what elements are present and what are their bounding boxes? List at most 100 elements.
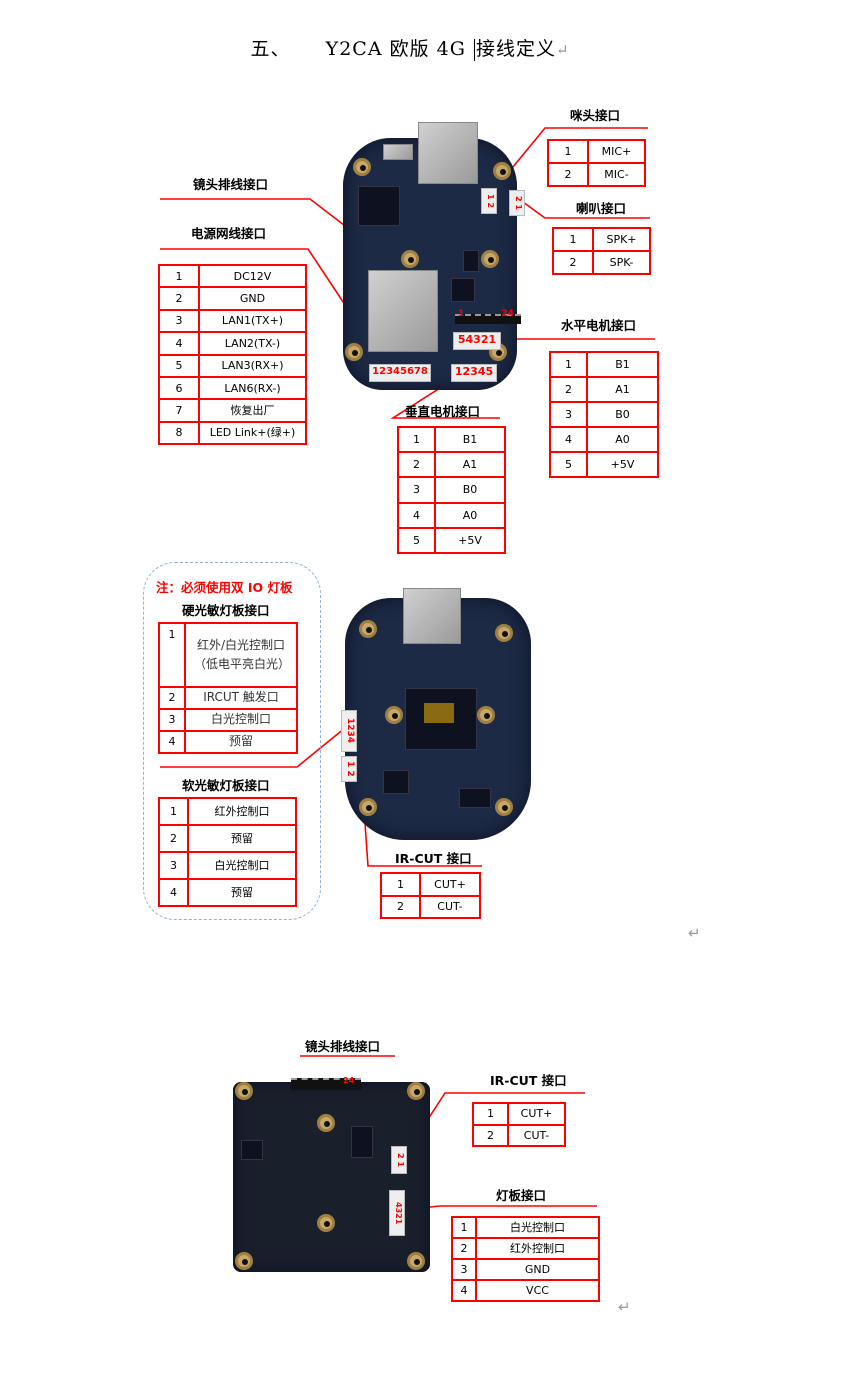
pin-number: 4 — [158, 878, 189, 907]
pin-function: LED Link+(绿+) — [198, 420, 307, 446]
pin-number: 3 — [549, 401, 588, 428]
connector-lamp-board: 4321 — [389, 1190, 405, 1236]
lens-cable-label: 镜头排线接口 — [193, 177, 269, 192]
pin-function: SPK+ — [592, 227, 651, 252]
pin-function: DC12V — [198, 263, 307, 289]
note-dashed-box — [143, 562, 321, 920]
pin-number: 2 — [158, 824, 189, 853]
pin-number: 4 — [397, 501, 436, 529]
soft-light-label: 软光敏灯板接口 — [182, 778, 270, 793]
pcb-board-sensor: 1234 1 2 — [341, 588, 531, 840]
pin-number: 1 — [158, 797, 189, 826]
ircut-label: IR-CUT 接口 — [395, 851, 472, 866]
pin-function: 红外控制口 — [475, 1237, 600, 1260]
sd-card-slot — [418, 122, 478, 184]
pin-number: 7 — [158, 398, 200, 423]
connector-vertical-motor: 12345 — [451, 364, 497, 382]
return-mark-2: ↵ — [688, 924, 701, 942]
pin-number: 2 — [158, 686, 186, 710]
pin-number: 3 — [158, 708, 186, 732]
pin-function: LAN2(TX-) — [198, 331, 307, 356]
vertical-motor-label: 垂直电机接口 — [405, 404, 481, 419]
pin-function: CUT- — [419, 894, 481, 919]
image-sensor — [405, 688, 477, 750]
pin-function: LAN6(RX-) — [198, 375, 307, 401]
note-text: 注：必须使用双 IO 灯板 — [156, 580, 293, 595]
pin-number: 6 — [158, 375, 200, 401]
title-prefix: 五、 — [250, 38, 291, 60]
pin-function: A1 — [586, 376, 659, 403]
connector-lens-cable — [455, 314, 521, 324]
title-text: 接线定义 — [475, 38, 556, 60]
lens-cable-label-2: 镜头排线接口 — [305, 1039, 381, 1054]
pin-function: A1 — [434, 451, 506, 479]
pin-number: 1 — [472, 1102, 509, 1126]
pin-number: 3 — [451, 1258, 477, 1281]
table-row: 5+5V — [549, 451, 659, 478]
pin-function: MIC+ — [587, 139, 646, 164]
power-net-label: 电源网线接口 — [191, 226, 267, 241]
pin-number: 8 — [158, 420, 200, 446]
ircut-label-2: IR-CUT 接口 — [490, 1073, 567, 1088]
pin-function: 恢复出厂 — [198, 398, 307, 423]
pin-function: CUT- — [507, 1123, 566, 1147]
pcb-board-main: 1 2 2 1 1 24 54321 12345678 12345 — [343, 122, 525, 390]
pin-function: MIC- — [587, 162, 646, 187]
connector-power-net: 12345678 — [369, 364, 431, 382]
pin-function: CUT+ — [507, 1102, 566, 1126]
pin-function: LAN1(TX+) — [198, 308, 307, 334]
pin-number: 2 — [472, 1123, 509, 1147]
pin-function: B0 — [434, 476, 506, 504]
return-mark: ↵ — [555, 41, 570, 59]
connector-lens-cable-2 — [291, 1078, 361, 1090]
connector-ircut-2: 2 1 — [391, 1146, 407, 1174]
pin-number: 2 — [552, 250, 594, 275]
pin-number: 5 — [397, 526, 436, 554]
connector-horizontal-motor: 54321 — [453, 332, 501, 350]
4g-module — [368, 270, 438, 352]
pin-number: 4 — [451, 1279, 477, 1302]
pin-number: 2 — [397, 451, 436, 479]
pin-function: IRCUT 触发口 — [184, 686, 298, 710]
pin-function: 预留 — [187, 878, 297, 907]
pin-number: 2 — [547, 162, 589, 187]
pin-function: +5V — [586, 451, 659, 478]
pin-number: 1 — [549, 351, 588, 378]
horizontal-motor-label: 水平电机接口 — [561, 318, 637, 333]
lens-cable-pin-label: 1 24 — [458, 309, 514, 319]
pin-function: SPK- — [592, 250, 651, 275]
pin-function: B1 — [434, 425, 506, 454]
lamp-board-label: 灯板接口 — [496, 1188, 547, 1203]
